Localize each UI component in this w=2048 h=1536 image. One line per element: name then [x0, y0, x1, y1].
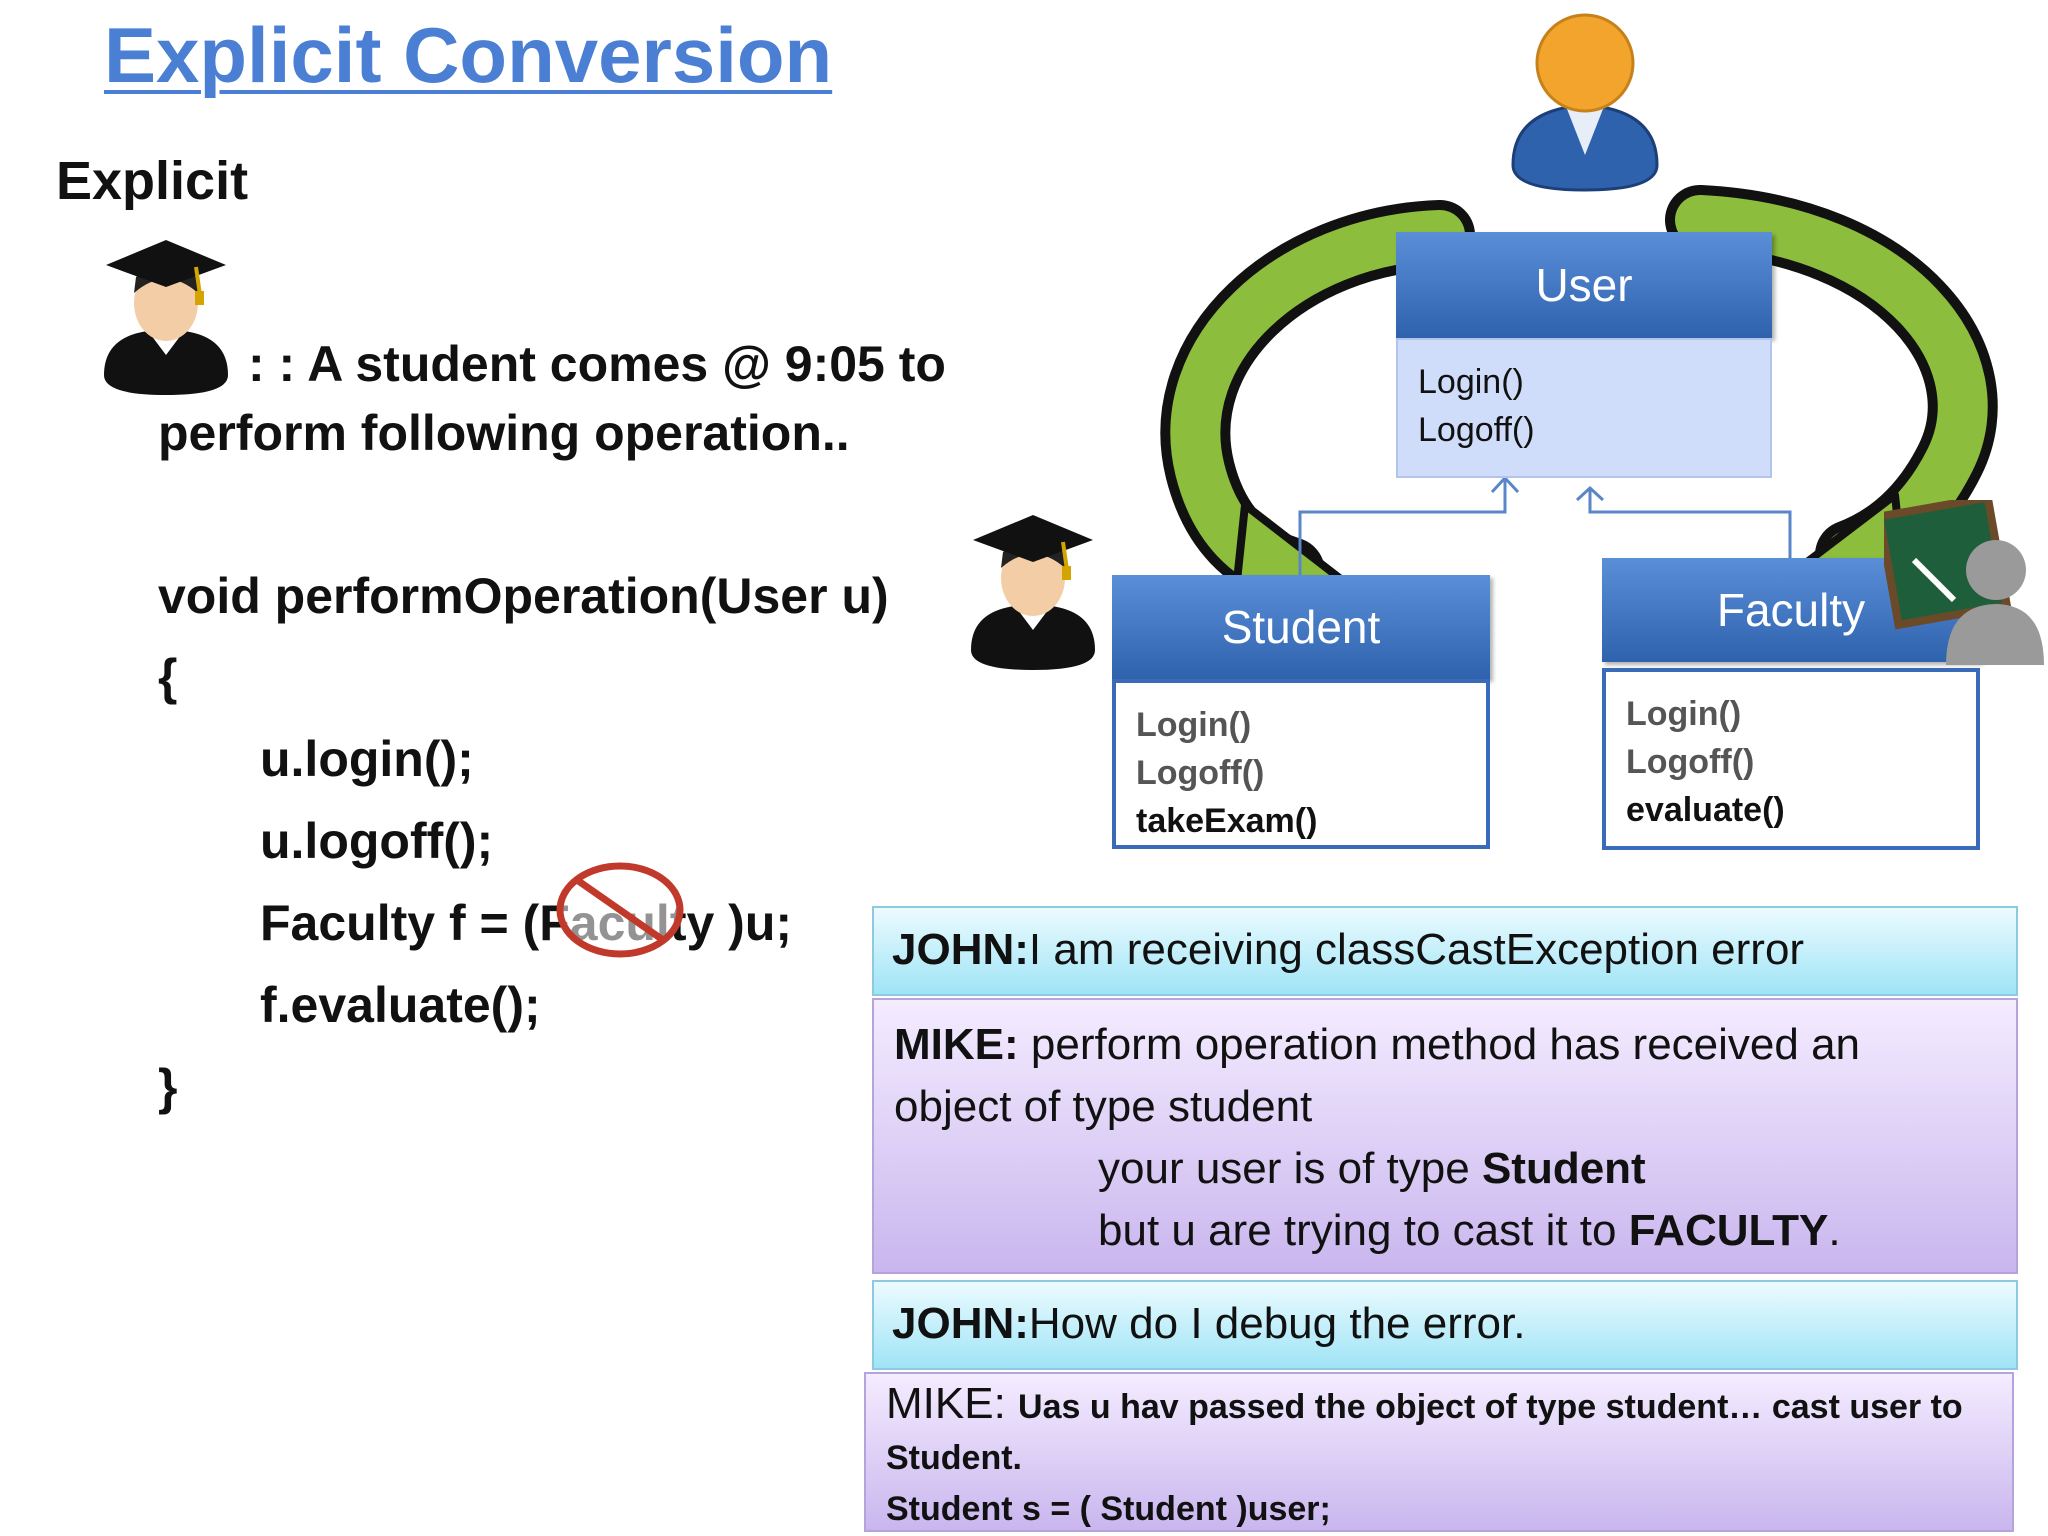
uml-student-method-login: Login() — [1136, 706, 1252, 744]
user-actor-icon — [1511, 13, 1659, 192]
dialog-john-speaker: JOHN: — [892, 925, 1029, 974]
uml-student-method-logoff: Logoff() — [1136, 754, 1265, 792]
dialog-mike-line-4-end: . — [1828, 1206, 1841, 1255]
dialog-mike-explanation: MIKE: perform operation method has recei… — [872, 998, 2018, 1274]
dialog-mike-line-3-bold: Student — [1481, 1144, 1646, 1193]
student-inherit-line — [1298, 478, 1507, 575]
teacher-blackboard-icon — [1884, 500, 2044, 665]
uml-student-body: Login() Logoff() takeExam() — [1112, 679, 1490, 849]
dialog-mike-line-4: but u are trying to cast it to — [1098, 1206, 1629, 1255]
uml-faculty-method-evaluate: evaluate() — [1626, 791, 1785, 829]
code-faculty-cast: Faculty f = (Faculty )u; — [260, 895, 793, 951]
dialog-mike-solution-line-1: Uas u hav passed the object of type stud… — [1018, 1388, 1963, 1426]
uml-faculty-name: Faculty — [1716, 584, 1866, 636]
dialog-john-debug-text: How do I debug the error. — [1028, 1299, 1526, 1348]
prohibited-icon — [556, 862, 684, 958]
dialog-john-debug: JOHN:How do I debug the error. — [872, 1280, 2018, 1370]
uml-user-method-logoff: Logoff() — [1418, 411, 1535, 449]
dialog-mike-solution-speaker: MIKE: — [886, 1379, 1019, 1428]
dialog-john-error: JOHN:I am receiving classCastException e… — [872, 906, 2018, 996]
uml-student-name: Student — [1221, 601, 1381, 653]
uml-faculty-method-login: Login() — [1626, 695, 1742, 733]
uml-user-body: Login() Logoff() — [1396, 338, 1772, 478]
dialog-mike-line-1: perform operation method has received an — [1018, 1020, 1861, 1069]
student-graduate-icon-diagram — [971, 515, 1095, 670]
uml-faculty-body: Login() Logoff() evaluate() — [1602, 668, 1980, 850]
slide-subtitle: Explicit — [56, 151, 249, 211]
uml-student-method-takeexam: takeExam() — [1136, 802, 1318, 840]
code-open-brace: { — [158, 649, 178, 705]
code-close-brace: } — [158, 1059, 178, 1115]
dialog-mike-speaker: MIKE: — [894, 1020, 1019, 1069]
code-evaluate-call: f.evaluate(); — [260, 977, 541, 1033]
dialog-john-error-text: I am receiving classCastException error — [1028, 925, 1805, 974]
faculty-inherit-line — [1588, 488, 1792, 560]
code-login-call: u.login(); — [260, 731, 474, 787]
uml-user-header: User — [1396, 232, 1772, 338]
scenario-line-1: : : A student comes @ 9:05 to — [248, 336, 946, 392]
slide-title: Explicit Conversion — [104, 11, 833, 99]
dialog-mike-line-3: your user is of type — [1098, 1144, 1482, 1193]
uml-user-name: User — [1535, 259, 1633, 311]
dialog-mike-solution-code: Student s = ( Student )user; — [886, 1490, 1331, 1528]
code-logoff-call: u.logoff(); — [260, 813, 494, 869]
student-graduate-icon — [104, 240, 228, 395]
scenario-line-2: perform following operation.. — [158, 405, 850, 461]
dialog-mike-solution: MIKE: Uas u hav passed the object of typ… — [864, 1372, 2014, 1532]
uml-user-method-login: Login() — [1418, 363, 1524, 401]
code-method-signature: void performOperation(User u) — [158, 568, 889, 624]
uml-faculty-method-logoff: Logoff() — [1626, 743, 1755, 781]
dialog-john-debug-speaker: JOHN: — [892, 1299, 1029, 1348]
dialog-mike-solution-line-2: Student. — [886, 1439, 1022, 1477]
uml-student-header: Student — [1112, 575, 1490, 679]
dialog-mike-line-4-bold: FACULTY — [1628, 1206, 1829, 1255]
dialog-mike-line-2: object of type student — [894, 1082, 1313, 1131]
